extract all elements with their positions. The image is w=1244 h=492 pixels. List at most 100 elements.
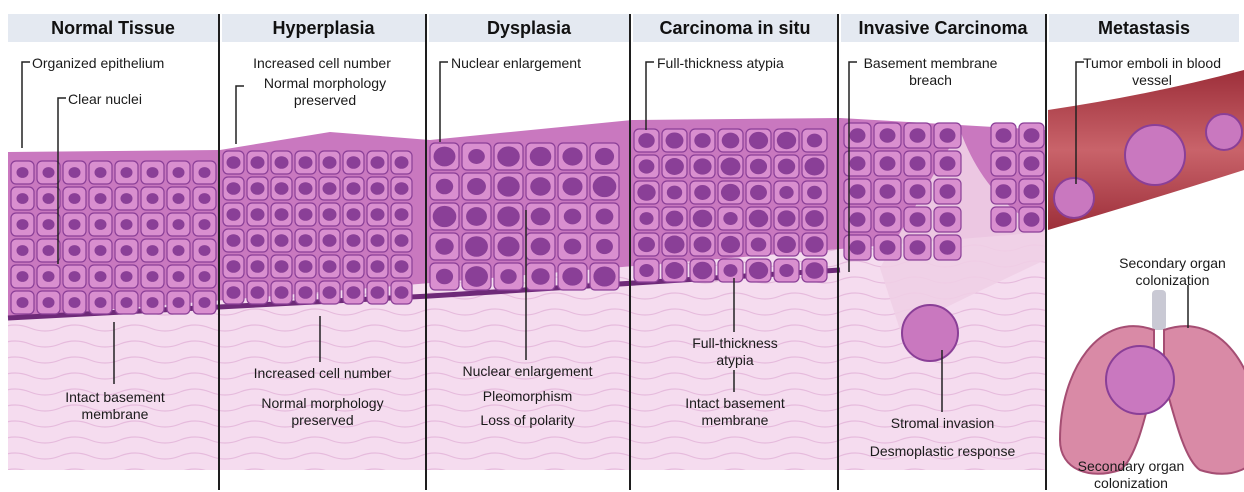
nucleus xyxy=(347,234,361,247)
panel-header-cis: Carcinoma in situ xyxy=(633,14,837,42)
nucleus xyxy=(530,147,552,166)
nucleus xyxy=(147,245,159,256)
nucleus xyxy=(880,212,896,226)
nucleus xyxy=(69,219,81,230)
nucleus xyxy=(940,128,956,142)
label-clear-nuclei: Clear nuclei xyxy=(68,91,142,108)
nucleus xyxy=(910,156,926,170)
nucleus xyxy=(275,208,289,221)
nucleus xyxy=(395,234,409,247)
nucleus xyxy=(531,268,549,285)
nucleus xyxy=(694,133,710,148)
nucleus xyxy=(807,134,822,148)
label-met-colonization-right: Secondary organ colonization xyxy=(1105,255,1240,289)
nucleus xyxy=(323,260,337,273)
nucleus xyxy=(147,219,159,230)
nucleus xyxy=(880,184,896,198)
nucleus xyxy=(173,193,185,204)
nucleus xyxy=(595,148,614,165)
nucleus xyxy=(665,262,684,279)
nucleus xyxy=(395,260,409,273)
label-cis-membrane: Intact basement membrane xyxy=(665,395,805,429)
nucleus xyxy=(693,210,713,228)
label-hyper-morph-top: Normal morphology preserved xyxy=(250,75,400,109)
nucleus xyxy=(395,208,409,221)
nucleus xyxy=(665,158,684,175)
nucleus xyxy=(593,266,615,286)
nucleus xyxy=(721,184,740,201)
nucleus xyxy=(395,286,409,299)
nucleus xyxy=(199,167,211,178)
nucleus xyxy=(694,236,712,252)
nucleus xyxy=(69,193,81,204)
nucleus xyxy=(1024,156,1040,170)
nucleus xyxy=(880,240,896,254)
nucleus xyxy=(436,269,453,284)
nucleus xyxy=(17,219,29,230)
nucleus xyxy=(596,239,613,254)
label-met-colonization-bottom: Secondary organ colonization xyxy=(1056,458,1206,492)
nucleus xyxy=(723,212,737,225)
nucleus xyxy=(564,209,581,225)
tumor-cluster-stroma xyxy=(902,305,958,361)
nucleus xyxy=(497,206,520,226)
nucleus xyxy=(69,245,81,256)
nucleus xyxy=(147,271,159,282)
nucleus xyxy=(173,245,185,256)
nucleus xyxy=(637,184,655,201)
tumor-cluster-vessel-3 xyxy=(1206,114,1242,150)
panel-header-metastasis: Metastasis xyxy=(1049,14,1239,42)
nucleus xyxy=(805,262,823,279)
nucleus xyxy=(121,245,133,256)
nucleus xyxy=(121,219,133,230)
label-dys-polarity: Loss of polarity xyxy=(440,412,615,429)
label-inv-breach: Basement membrane breach xyxy=(858,55,1003,89)
nucleus xyxy=(564,239,581,255)
panel-divider xyxy=(425,14,427,490)
nucleus xyxy=(1024,128,1040,142)
nucleus xyxy=(227,286,241,299)
nucleus xyxy=(778,159,795,175)
nucleus xyxy=(371,182,385,195)
nucleus xyxy=(940,240,956,254)
nucleus xyxy=(777,236,796,253)
nucleus xyxy=(251,234,265,247)
nucleus xyxy=(371,208,385,221)
nucleus xyxy=(850,212,866,226)
nucleus xyxy=(850,240,866,254)
nucleus xyxy=(749,262,768,279)
nucleus xyxy=(940,184,956,198)
nucleus xyxy=(638,133,654,148)
nucleus xyxy=(43,271,55,282)
nucleus xyxy=(467,178,486,195)
nucleus xyxy=(639,212,653,225)
nucleus xyxy=(251,156,265,169)
nucleus xyxy=(562,267,582,285)
nucleus xyxy=(694,185,711,200)
nucleus xyxy=(199,297,211,308)
nucleus xyxy=(347,182,361,195)
nucleus xyxy=(275,156,289,169)
nucleus xyxy=(665,236,685,254)
nucleus xyxy=(750,185,767,200)
nucleus xyxy=(43,245,55,256)
nucleus xyxy=(435,238,453,255)
nucleus xyxy=(777,210,795,226)
nucleus xyxy=(667,186,682,200)
nucleus xyxy=(1024,212,1040,226)
nucleus xyxy=(436,179,453,195)
nucleus xyxy=(173,219,185,230)
nucleus xyxy=(299,208,313,221)
nucleus xyxy=(251,208,265,221)
nucleus xyxy=(323,286,337,299)
nucleus xyxy=(173,167,185,178)
nucleus xyxy=(779,186,793,199)
label-cis-atypia-mid: Full-thickness atypia xyxy=(675,335,795,369)
nucleus xyxy=(531,208,551,226)
nucleus xyxy=(347,208,361,221)
nucleus xyxy=(251,286,265,299)
nucleus xyxy=(530,177,550,195)
label-met-emboli: Tumor emboli in blood vessel xyxy=(1082,55,1222,89)
